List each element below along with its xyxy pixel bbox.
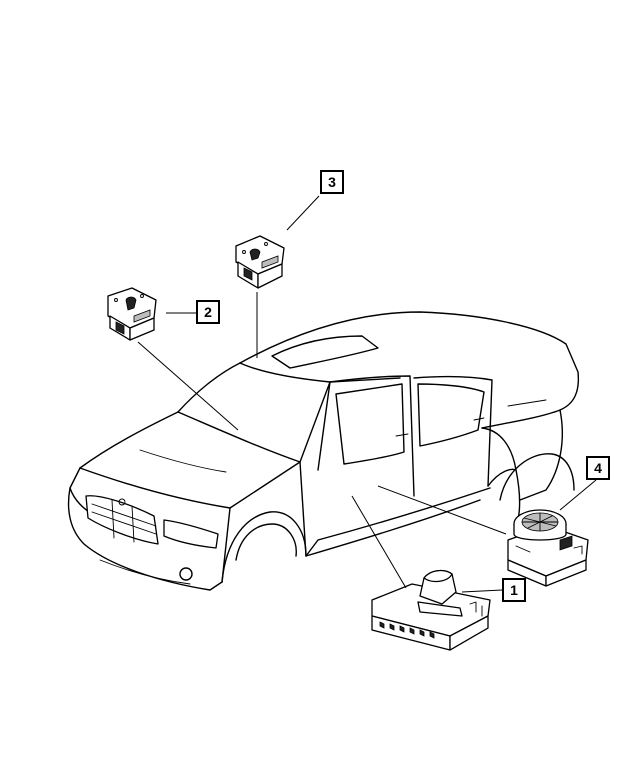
car-illustration-icon (67, 311, 580, 591)
callout-2: 2 (196, 300, 220, 324)
callout-4: 4 (586, 456, 610, 480)
callout-1: 1 (502, 578, 526, 602)
leader-lines (137, 195, 597, 593)
callout-3: 3 (320, 170, 344, 194)
seat-switch-module-icon (371, 569, 491, 651)
adjuster-knob-module-icon (507, 509, 589, 587)
heated-seat-switch-icon (235, 235, 285, 289)
heated-seat-switch-icon (107, 287, 157, 341)
